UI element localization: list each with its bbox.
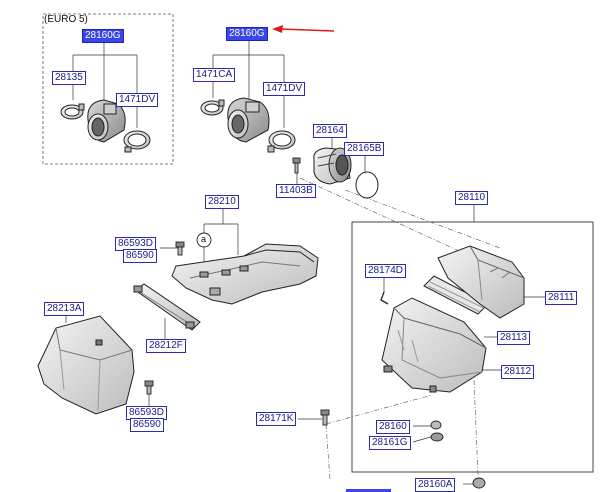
air-flow-sensor-euro5 xyxy=(87,99,126,143)
bracket-28212f xyxy=(133,283,201,331)
clamp-1471dv-euro5 xyxy=(123,130,151,153)
label-11403b[interactable]: 11403B xyxy=(276,184,316,198)
bolt-11403b xyxy=(292,157,301,174)
label-28113[interactable]: 28113 xyxy=(497,331,531,345)
projection-lines xyxy=(299,177,501,481)
euro5-variant-box xyxy=(42,13,174,165)
pointer-arrow xyxy=(272,25,335,33)
mount-28160 xyxy=(430,420,442,430)
partial-label-bar xyxy=(346,489,391,492)
clamp-1471dv-main xyxy=(267,130,296,153)
callout-circle xyxy=(196,232,212,248)
mount-28161g xyxy=(430,432,444,442)
label-28112[interactable]: 28112 xyxy=(501,365,535,379)
label-28160[interactable]: 28160 xyxy=(376,420,410,434)
label-28135[interactable]: 28135 xyxy=(52,71,86,85)
label-28165b[interactable]: 28165B xyxy=(344,142,385,156)
label-28213a[interactable]: 28213A xyxy=(44,302,85,316)
mount-28160a xyxy=(472,477,486,489)
label-28171k[interactable]: 28171K xyxy=(256,412,297,426)
clamp-1471ca xyxy=(200,99,225,116)
bolt-86593d-bottom xyxy=(144,380,154,395)
label-28210[interactable]: 28210 xyxy=(205,195,239,209)
resonator-28164 xyxy=(313,147,352,185)
label-28164[interactable]: 28164 xyxy=(313,124,347,138)
label-86590-bottom[interactable]: 86590 xyxy=(130,418,164,432)
bolt-28171k xyxy=(320,409,330,426)
cover-28213a xyxy=(37,315,135,415)
label-28160g-euro5[interactable]: 28160G xyxy=(82,29,124,43)
variant-title: (EURO 5) xyxy=(44,14,88,25)
label-28161g[interactable]: 28161G xyxy=(369,436,411,450)
label-86593d-top[interactable]: 86593D xyxy=(115,237,157,251)
air-cleaner-assembly-box xyxy=(351,221,594,473)
callout-letter: a xyxy=(201,234,207,244)
label-1471dv-main[interactable]: 1471DV xyxy=(263,82,306,96)
clamp-28135 xyxy=(60,103,85,120)
bolt-86593d-top xyxy=(175,241,185,256)
upper-cover-28111 xyxy=(437,245,525,319)
label-86593d-bottom[interactable]: 86593D xyxy=(126,406,168,420)
label-28160g-main[interactable]: 28160G xyxy=(226,27,268,41)
label-28174d[interactable]: 28174D xyxy=(365,264,407,278)
leader-lines xyxy=(65,39,545,485)
label-1471ca[interactable]: 1471CA xyxy=(193,68,236,82)
clip-28174d xyxy=(380,291,389,305)
lower-body-28112 xyxy=(381,297,487,393)
air-flow-sensor-main xyxy=(227,97,270,143)
label-28110[interactable]: 28110 xyxy=(455,191,489,205)
label-86590-top[interactable]: 86590 xyxy=(123,249,157,263)
gasket-28165b xyxy=(355,171,379,199)
label-28212f[interactable]: 28212F xyxy=(146,339,186,353)
label-28111[interactable]: 28111 xyxy=(545,291,578,305)
label-1471dv-euro5[interactable]: 1471DV xyxy=(116,93,159,107)
intake-duct-28210 xyxy=(171,243,319,305)
label-28160a[interactable]: 28160A xyxy=(415,478,456,492)
